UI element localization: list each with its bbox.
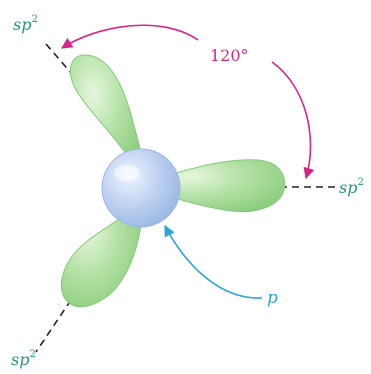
angle-arc-arrow (62, 25, 198, 48)
axis-line-top-left (46, 44, 72, 74)
axis-line-bottom-left (36, 300, 71, 352)
angle-label: 120° (210, 46, 249, 65)
sp2-label-top-left: sp2 (13, 14, 38, 34)
angle-arc-arrow-lower (272, 62, 311, 178)
p-pointer-arrow (165, 226, 262, 298)
p-orbital (102, 149, 180, 227)
p-label: p (267, 288, 278, 308)
sp2-label-bottom-left: sp2 (11, 349, 36, 369)
sp2-label-right: sp2 (339, 177, 364, 197)
